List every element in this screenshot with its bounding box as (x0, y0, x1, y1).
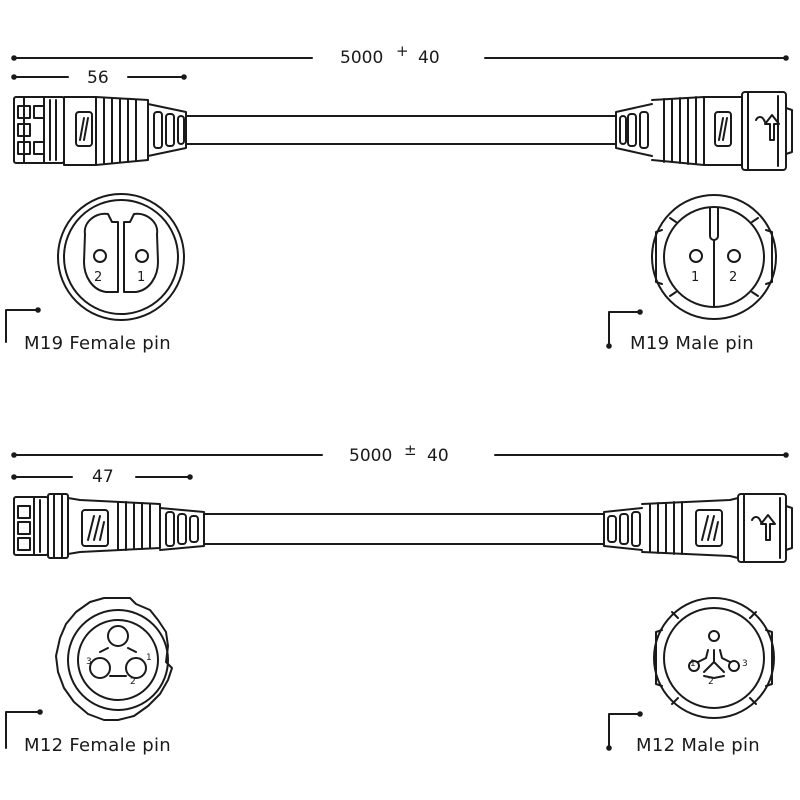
bottom-length-value: 5000 (349, 446, 392, 466)
m12-male-caption: M12 Male pin (636, 735, 760, 756)
m12-female-callout (5, 709, 43, 749)
top-plug-length: 56 (87, 68, 109, 88)
bottom-tolerance-sign: ± (404, 441, 417, 459)
m19-male-caption: M19 Male pin (630, 333, 754, 354)
bottom-plug-length-dimension (11, 474, 193, 480)
grip-logo (81, 509, 109, 547)
m12-male-callout (606, 711, 643, 751)
m19-male-pin-label: 2 (729, 270, 737, 285)
bottom-left-connector (13, 493, 205, 559)
top-plug-length-dimension (11, 74, 187, 80)
top-length-value: 5000 (340, 48, 383, 68)
m12-male-face (653, 597, 775, 719)
top-left-connector (13, 96, 187, 166)
m12-female-caption: M12 Female pin (24, 735, 171, 756)
grip-logo (714, 111, 732, 147)
m19-female-face (57, 193, 185, 321)
bottom-plug-length: 47 (92, 467, 114, 487)
grip-logo (75, 111, 93, 147)
top-tolerance-value: 40 (418, 48, 440, 68)
lock-arrow-icon (751, 514, 776, 541)
grip-logo (695, 509, 723, 547)
m19-female-caption: M19 Female pin (24, 333, 171, 354)
m19-female-callout (5, 307, 41, 343)
bottom-total-length-dimension (11, 452, 789, 458)
m12-female-pin-label: 3 (86, 657, 92, 667)
top-cable-body (185, 115, 617, 145)
m12-male-pin-label: 1 (690, 659, 696, 669)
m19-male-face (651, 194, 777, 320)
m19-male-pin-label: 1 (691, 270, 699, 285)
m12-male-pin-label: 2 (708, 677, 714, 687)
bottom-right-connector (603, 493, 793, 563)
bottom-tolerance-value: 40 (427, 446, 449, 466)
m19-female-pin-label: 2 (94, 270, 102, 285)
m19-male-callout (606, 309, 643, 349)
m12-male-pin-label: 3 (742, 659, 748, 669)
top-tolerance-sign: + (396, 42, 409, 60)
lock-arrow-icon (755, 114, 780, 141)
bottom-cable-body (203, 513, 605, 545)
top-total-length-dimension (11, 55, 789, 61)
m12-female-pin-label: 2 (130, 677, 136, 687)
m12-female-face (55, 597, 173, 721)
m12-female-pin-label: 1 (146, 653, 152, 663)
top-right-connector (615, 91, 793, 171)
m19-female-pin-label: 1 (137, 270, 145, 285)
